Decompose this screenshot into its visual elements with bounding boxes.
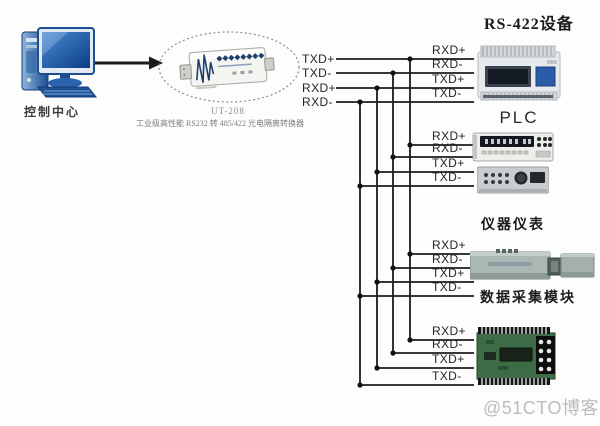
group4-pin-label-rxd-plus: RXD+ [432, 324, 466, 338]
group2-pin-label-rxd-plus: RXD+ [432, 129, 466, 143]
group2-pin-label-rxd-minus: RXD- [432, 141, 463, 155]
junction-dots [357, 56, 413, 388]
group1-pin-label-rxd-minus: RXD- [432, 57, 463, 71]
plc-device-label: PLC [499, 108, 539, 127]
51cto-watermark: @51CTO博客 [483, 398, 599, 418]
bus-lines [336, 58, 474, 386]
instrument-image [477, 165, 549, 195]
left-pin-label-txd-minus: TXD- [302, 66, 332, 80]
converter-model-label: UT-208 [211, 106, 245, 116]
group4-pin-label-txd-minus: TXD- [432, 369, 462, 383]
group3-pin-label-txd-minus: TXD- [432, 280, 462, 294]
group4-pin-label-rxd-minus: RXD- [432, 337, 463, 351]
plc-device-image [477, 45, 561, 104]
group2-pin-label-txd-minus: TXD- [432, 170, 462, 184]
group1-pin-label-txd-minus: TXD- [432, 86, 462, 100]
group4-pin-label-txd-plus: TXD+ [432, 352, 465, 366]
rs422-devices-heading: RS-422设备 [484, 16, 574, 33]
group3-pin-label-txd-plus: TXD+ [432, 266, 465, 280]
left-pin-label-txd-plus: TXD+ [302, 52, 335, 66]
group2-pin-label-txd-plus: TXD+ [432, 156, 465, 170]
group3-pin-label-rxd-plus: RXD+ [432, 238, 466, 252]
left-pin-label-rxd-minus: RXD- [302, 95, 333, 109]
group1-pin-label-txd-plus: TXD+ [432, 72, 465, 86]
daq-module-image [470, 247, 596, 285]
multimeter-image [472, 131, 554, 163]
converter-description-label: 工业级高性能 RS232 转 485/422 光电隔离转换器 [135, 119, 304, 128]
control-center-computer-image [4, 24, 100, 102]
left-pin-label-rxd-plus: RXD+ [302, 81, 336, 95]
converter-image [174, 36, 282, 97]
pcb-board-image [474, 326, 564, 386]
instruments-label: 仪器仪表 [481, 218, 545, 233]
group3-pin-label-rxd-minus: RXD- [432, 252, 463, 266]
group1-pin-label-rxd-plus: RXD+ [432, 43, 466, 57]
converter-ellipse [158, 31, 300, 103]
daq-module-label: 数据采集模块 [480, 291, 576, 306]
control-center-label: 控制中心 [23, 105, 80, 119]
